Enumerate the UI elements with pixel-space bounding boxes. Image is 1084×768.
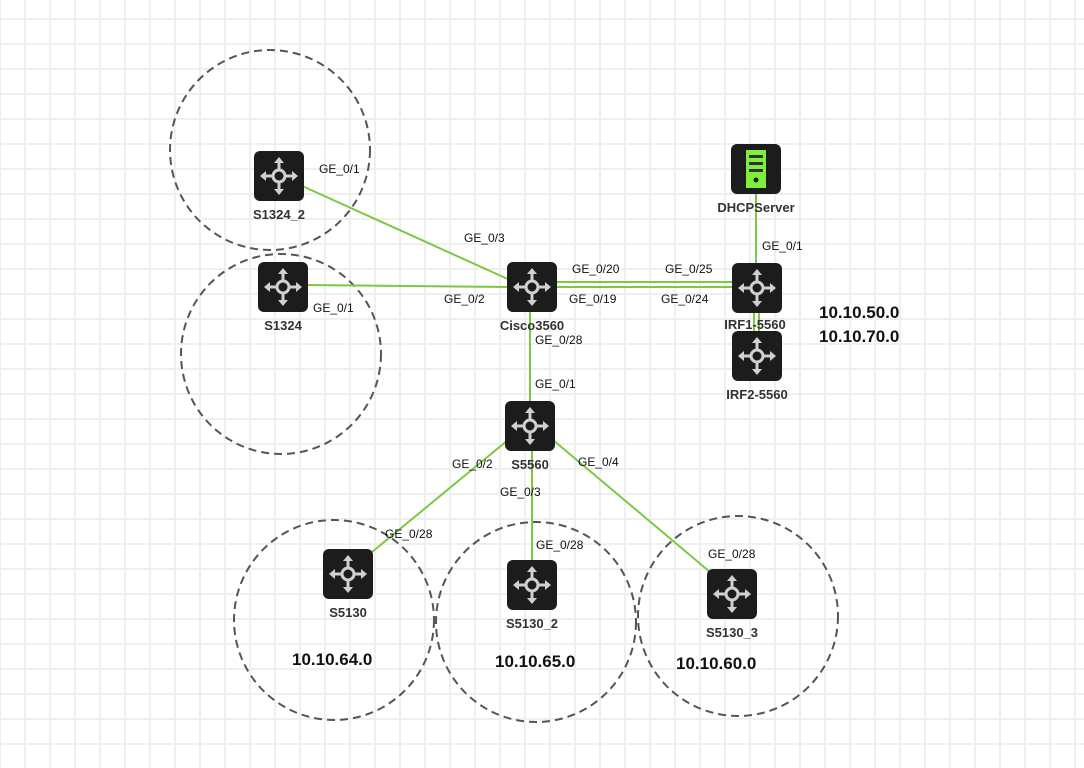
- device-s5560[interactable]: [505, 401, 555, 451]
- device-label: Cisco3560: [500, 318, 564, 333]
- zone-circle: [180, 253, 382, 455]
- device-s1324[interactable]: [258, 262, 308, 312]
- device-cisco3560[interactable]: [507, 262, 557, 312]
- port-label: GE_0/19: [569, 292, 617, 306]
- port-label: GE_0/1: [535, 377, 576, 391]
- device-s1324_2[interactable]: [254, 151, 304, 201]
- zones: [169, 49, 839, 723]
- port-label: GE_0/2: [444, 292, 485, 306]
- subnet-label: 10.10.65.0: [495, 652, 575, 671]
- port-label: GE_0/4: [578, 455, 619, 469]
- port-label: GE_0/28: [535, 333, 583, 347]
- port-label: GE_0/1: [762, 239, 803, 253]
- port-label: GE_0/28: [536, 538, 584, 552]
- link[interactable]: [299, 184, 511, 281]
- link[interactable]: [371, 439, 509, 553]
- port-label: GE_0/20: [572, 262, 620, 276]
- switch-icon: [323, 549, 373, 599]
- switch-icon: [505, 401, 555, 451]
- switch-icon: [254, 151, 304, 201]
- devices: [254, 144, 782, 619]
- port-labels: GE_0/1GE_0/3GE_0/1GE_0/2GE_0/20GE_0/19GE…: [313, 162, 803, 561]
- port-label: GE_0/3: [500, 485, 541, 499]
- subnet-label: 10.10.70.0: [819, 327, 899, 346]
- device-s5130_2[interactable]: [507, 560, 557, 610]
- port-label: GE_0/24: [661, 292, 709, 306]
- device-label: S5130_2: [506, 616, 558, 631]
- switch-icon: [507, 560, 557, 610]
- device-label: S5560: [511, 457, 549, 472]
- switch-icon: [258, 262, 308, 312]
- device-label: S1324_2: [253, 207, 305, 222]
- links: [299, 184, 760, 573]
- device-irf1-5560[interactable]: [732, 263, 782, 313]
- switch-icon: [732, 263, 782, 313]
- port-label: GE_0/25: [665, 262, 713, 276]
- switch-icon: [707, 569, 757, 619]
- port-label: GE_0/1: [319, 162, 360, 176]
- zone-circle: [435, 521, 637, 723]
- subnet-labels: 10.10.50.0 10.10.70.0 10.10.64.0 10.10.65.0…: [292, 303, 899, 673]
- device-label: S1324: [264, 318, 302, 333]
- device-label: IRF2-5560: [726, 387, 787, 402]
- device-label: IRF1-5560: [724, 317, 785, 332]
- link[interactable]: [304, 284, 511, 288]
- port-label: GE_0/28: [385, 527, 433, 541]
- port-label: GE_0/3: [464, 231, 505, 245]
- port-label: GE_0/28: [708, 547, 756, 561]
- device-label: S5130: [329, 605, 367, 620]
- link[interactable]: [552, 439, 711, 573]
- switch-icon: [732, 331, 782, 381]
- device-irf2-5560[interactable]: [732, 331, 782, 381]
- zone-circle: [169, 49, 371, 251]
- zone-circle: [233, 519, 435, 721]
- zone-circle: [637, 515, 839, 717]
- switch-icon: [507, 262, 557, 312]
- subnet-label: 10.10.64.0: [292, 650, 372, 669]
- subnet-label: 10.10.60.0: [676, 654, 756, 673]
- device-label: S5130_3: [706, 625, 758, 640]
- device-label: DHCPServer: [717, 200, 794, 215]
- subnet-label: 10.10.50.0: [819, 303, 899, 322]
- port-label: GE_0/1: [313, 301, 354, 315]
- port-label: GE_0/2: [452, 457, 493, 471]
- device-s5130_3[interactable]: [707, 569, 757, 619]
- server-icon: [731, 144, 781, 194]
- device-dhcpserver[interactable]: [731, 144, 781, 194]
- device-s5130[interactable]: [323, 549, 373, 599]
